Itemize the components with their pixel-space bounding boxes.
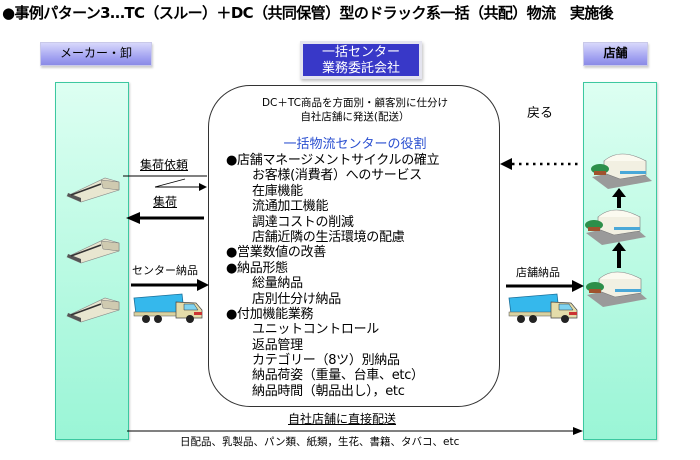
store-building-icon bbox=[591, 153, 652, 189]
role-subitem: 調達コストの削減 bbox=[252, 214, 354, 230]
pickup-label: 集荷 bbox=[153, 195, 178, 209]
store-delivery-arrow bbox=[506, 280, 584, 292]
maker-warehouse-icon bbox=[66, 297, 120, 323]
up-arrow-icon bbox=[612, 242, 626, 268]
page-title: ●事例パターン3…TC（スルー）＋DC（共同保管）型のドラック系一括（共配）物流… bbox=[2, 4, 614, 22]
center-header: 一括センター 業務委託会社 bbox=[300, 41, 422, 79]
role-item: ●営業数値の改善 bbox=[226, 245, 326, 261]
maker-column bbox=[55, 82, 129, 440]
role-item: ●付加機能業務 bbox=[226, 306, 314, 322]
pickup-arrow bbox=[126, 212, 204, 224]
store-delivery-label: 店舗納品 bbox=[516, 266, 560, 279]
maker-warehouse-icon bbox=[66, 177, 120, 203]
store-building-icon bbox=[585, 209, 646, 245]
center-intro-line2: 自社店舗に発送(配送） bbox=[300, 111, 410, 123]
truck-icon bbox=[133, 293, 203, 323]
direct-delivery-items: 日配品、乳製品、パン類、紙類，生花、書籍、タバコ、etc bbox=[180, 436, 460, 448]
role-subitem: お客様(消費者）へのサービス bbox=[252, 168, 422, 184]
role-subitem: 店舗近隣の生活環境の配慮 bbox=[252, 229, 405, 245]
role-subitem: 納品荷姿（重量、台車、etc） bbox=[252, 368, 424, 384]
center-delivery-label: センター納品 bbox=[132, 264, 198, 277]
up-arrow-icon bbox=[612, 188, 626, 208]
return-dotted-arrow bbox=[500, 158, 582, 170]
truck-icon bbox=[508, 293, 578, 323]
center-role-list: ●店舗マネージメントサイクルの確立 お客様(消費者）へのサービス 在庫機能 流通… bbox=[226, 153, 496, 399]
center-intro-line1: DC＋TC商品を方面別・顧客別に仕分け bbox=[261, 97, 449, 109]
role-subitem: ユニットコントロール bbox=[252, 322, 380, 338]
center-role-title: 一括物流センターの役割 bbox=[283, 137, 427, 152]
pickup-request-arrow bbox=[123, 175, 207, 191]
direct-delivery-arrow bbox=[127, 427, 583, 435]
center-header-line1: 一括センター bbox=[321, 45, 400, 60]
role-subitem: 総量納品 bbox=[252, 276, 303, 292]
logistics-center-box bbox=[208, 85, 500, 407]
role-item: ●店舗マネージメントサイクルの確立 bbox=[226, 153, 440, 168]
center-delivery-arrow bbox=[131, 279, 209, 291]
maker-warehouse-icon bbox=[66, 238, 120, 264]
pickup-request-label: 集荷依頼 bbox=[140, 158, 189, 172]
role-item: ●納品形態 bbox=[226, 260, 288, 276]
store-building-icon bbox=[586, 271, 647, 307]
role-subitem: 納品時間（朝品出し），etc bbox=[252, 383, 405, 399]
return-label: 戻る bbox=[527, 106, 554, 121]
role-subitem: カテゴリー（8ツ）別納品 bbox=[252, 353, 400, 369]
role-subitem: 店別仕分け納品 bbox=[252, 291, 341, 307]
role-subitem: 返品管理 bbox=[252, 337, 303, 353]
direct-delivery-label: 自社店舗に直接配送 bbox=[288, 412, 397, 426]
maker-header: メーカー・卸 bbox=[40, 42, 152, 66]
role-subitem: 在庫機能 bbox=[252, 183, 303, 199]
center-header-line2: 業務委託会社 bbox=[321, 61, 400, 76]
store-header: 店舗 bbox=[583, 42, 648, 66]
role-subitem: 流通加工機能 bbox=[252, 199, 329, 215]
